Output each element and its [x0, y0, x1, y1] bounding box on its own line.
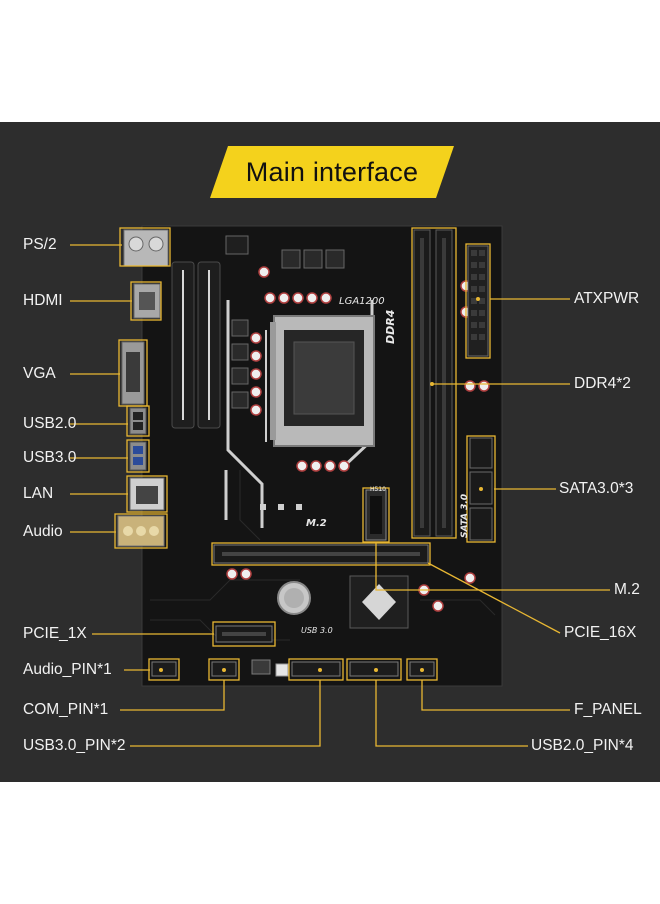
- label-f-panel: F_PANEL: [574, 701, 642, 718]
- chipset-marking: H510: [370, 486, 386, 493]
- label-usb2: USB2.0: [23, 415, 77, 432]
- leader-lines: [70, 227, 610, 747]
- m2-slot: [365, 489, 387, 541]
- label-m2: M.2: [614, 581, 640, 598]
- dimm-slots: [413, 229, 453, 537]
- m2-marking: M.2: [306, 518, 327, 529]
- label-usb3: USB3.0: [23, 449, 77, 466]
- page-title: Main interface: [245, 156, 419, 187]
- pcie-x1-slot: [215, 625, 273, 643]
- label-usb3-pin: USB3.0_PIN*2: [23, 737, 126, 754]
- io-ports: [117, 229, 169, 547]
- title-banner: Main interface: [210, 146, 454, 198]
- label-audio: Audio: [23, 523, 63, 540]
- label-audio-pin: Audio_PIN*1: [23, 661, 112, 678]
- label-pcie-16x: PCIE_16X: [564, 624, 637, 641]
- label-lan: LAN: [23, 485, 54, 502]
- usb-marking: USB 3.0: [301, 626, 333, 635]
- cpu-socket-marking: LGA1200: [339, 296, 385, 307]
- cpu-socket: [265, 315, 375, 447]
- title-banner-shape: [210, 146, 454, 198]
- label-sata: SATA3.0*3: [559, 480, 634, 497]
- label-atxpwr: ATXPWR: [574, 290, 640, 307]
- label-usb2-pin: USB2.0_PIN*4: [531, 737, 634, 754]
- label-ddr4: DDR4*2: [574, 375, 631, 392]
- sata-marking: SATA 3.0: [460, 493, 470, 538]
- memory-marking: DDR4: [384, 309, 397, 344]
- capacitors: [226, 266, 490, 612]
- label-hdmi: HDMI: [23, 292, 63, 309]
- bottom-headers: [151, 659, 435, 677]
- label-ps2: PS/2: [23, 236, 57, 253]
- label-vga: VGA: [23, 365, 56, 382]
- chipset-heatsink: [349, 575, 409, 629]
- cpu-power-connector: [225, 235, 249, 255]
- vrm-chokes: [231, 249, 345, 409]
- label-pcie-1x: PCIE_1X: [23, 625, 87, 642]
- label-com-pin: COM_PIN*1: [23, 701, 109, 718]
- pcie-x16-slot: [213, 544, 429, 564]
